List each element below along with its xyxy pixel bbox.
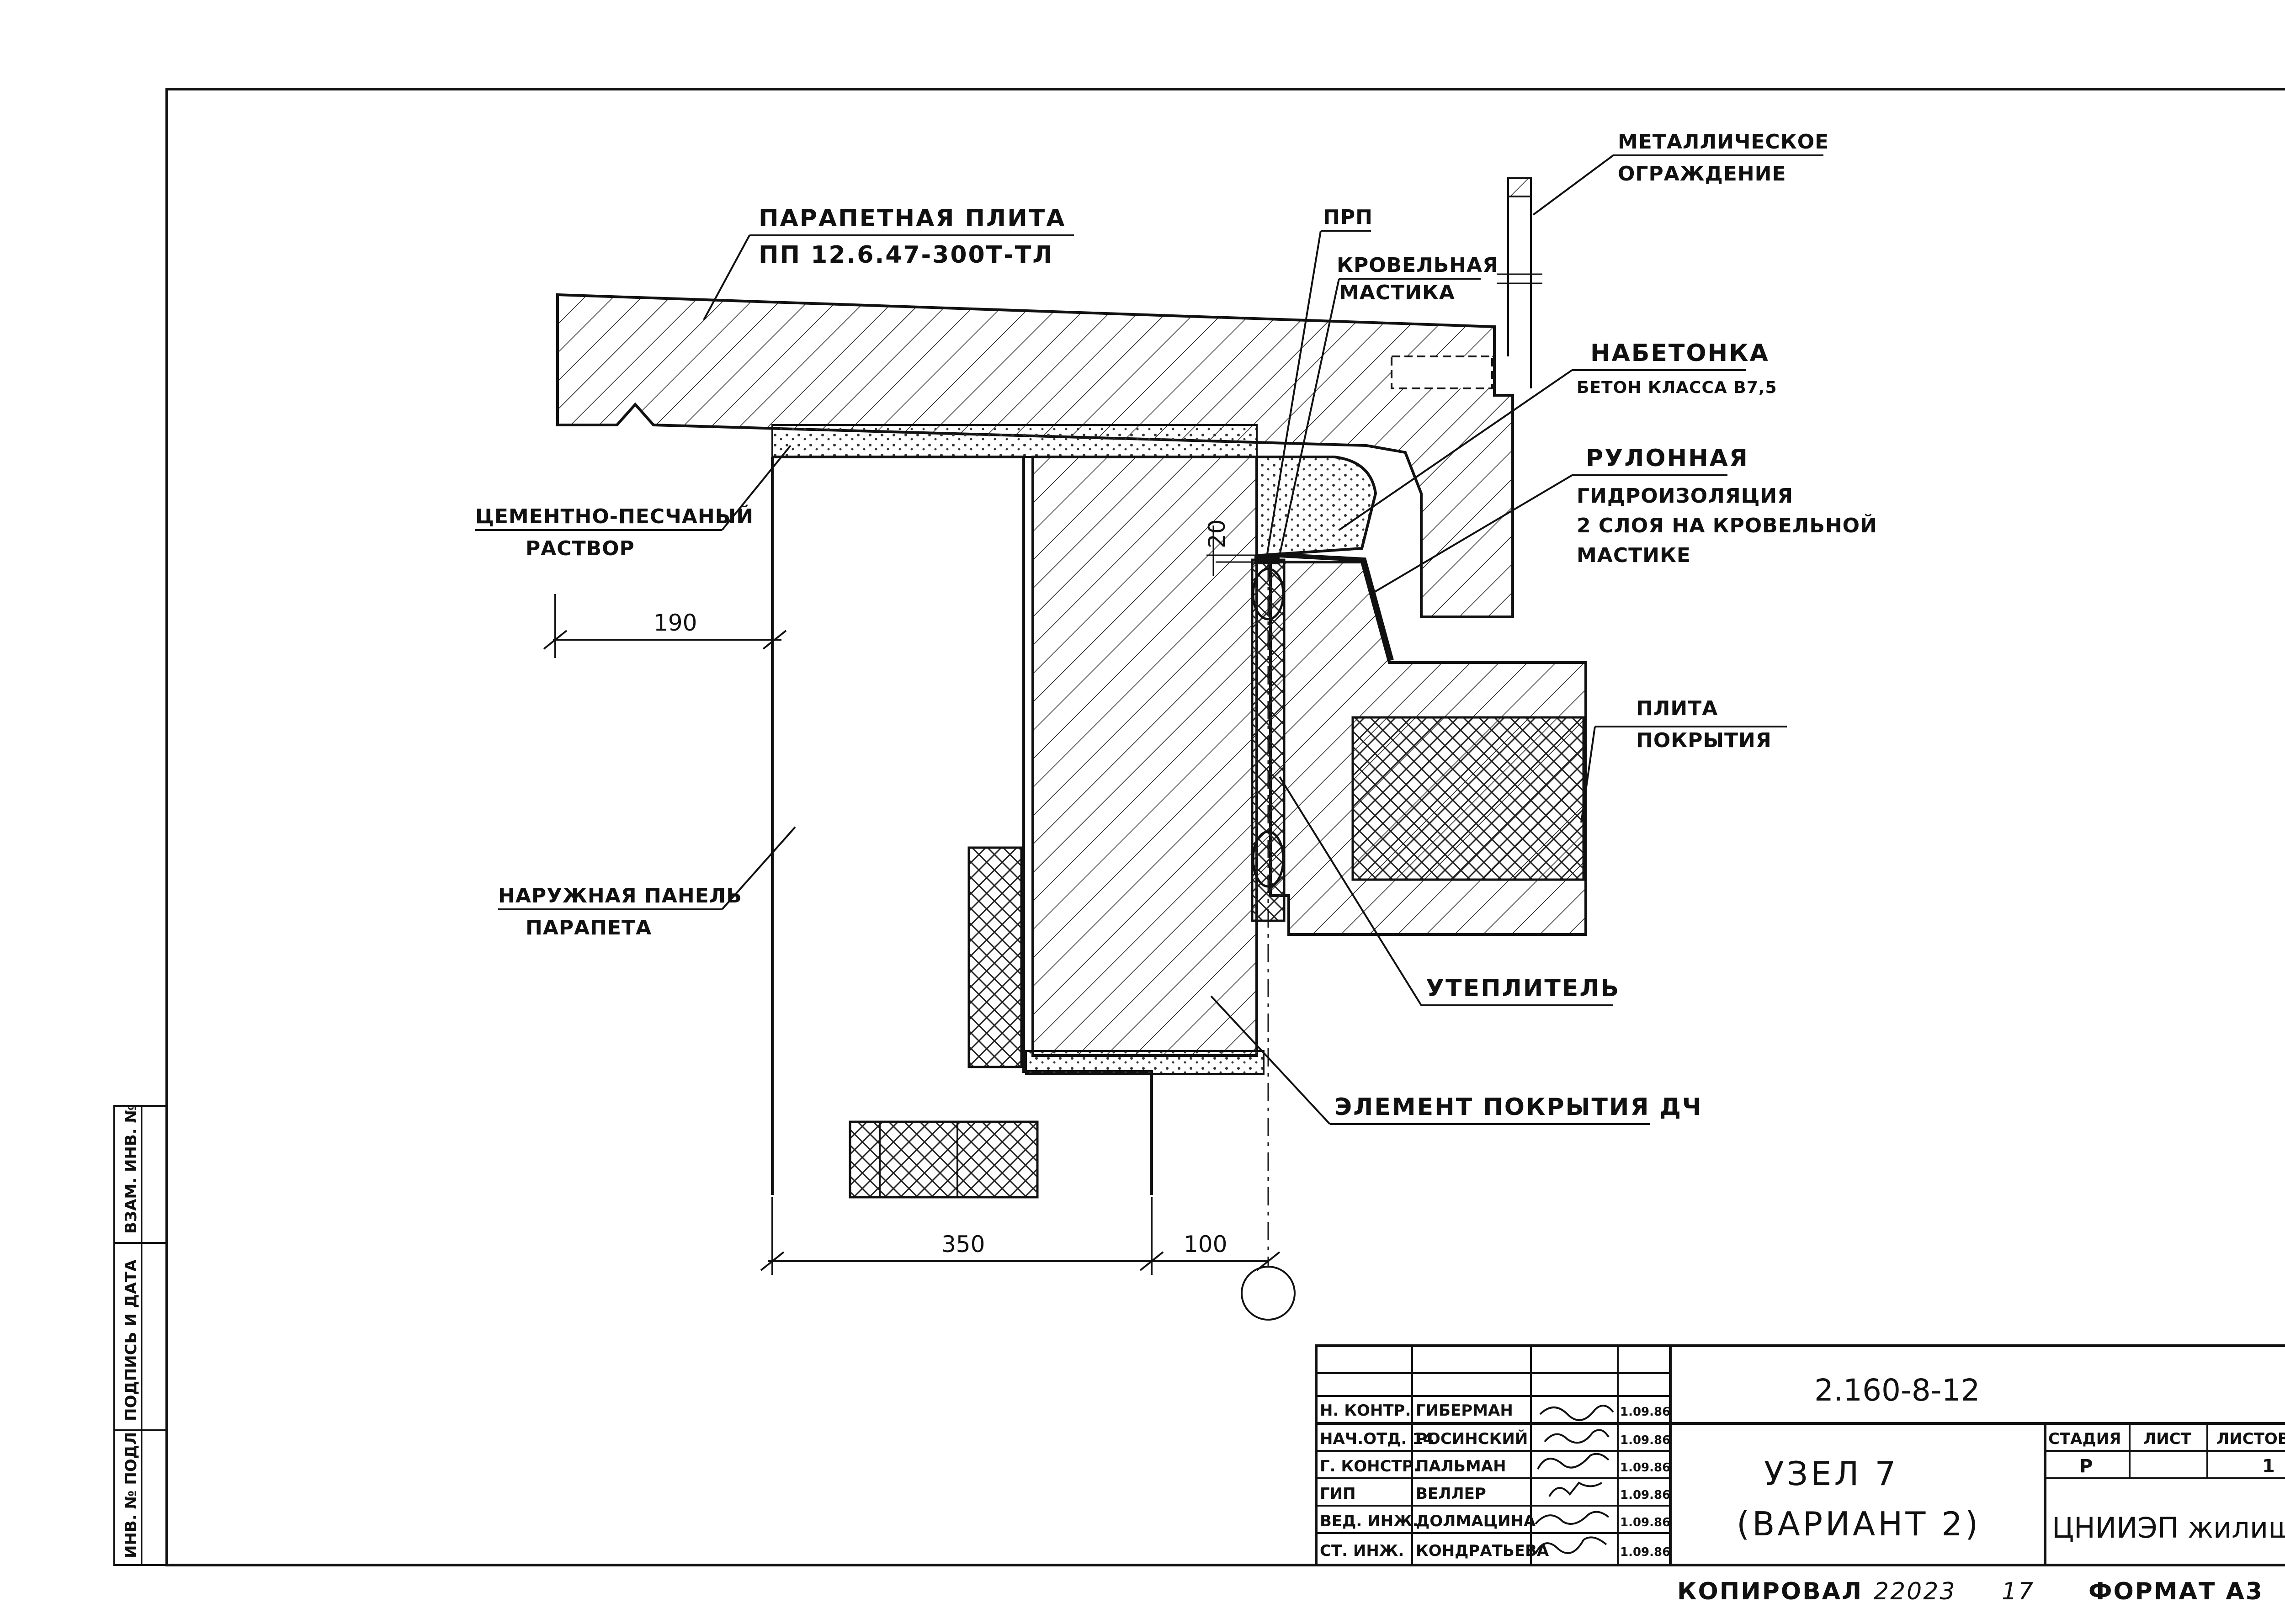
dim-20-text: 20 <box>1204 519 1230 548</box>
label-roof-element: ЭЛЕМЕНТ ПОКРЫТИЯ ДЧ <box>1334 1093 1703 1121</box>
tb-name-4: ДОЛМАЦИНА <box>1416 1512 1536 1530</box>
tb-role-1: НАЧ.ОТД. 14 <box>1320 1430 1434 1448</box>
tb-role-0: Н. КОНТР. <box>1320 1401 1411 1420</box>
label-mortar-2: РАСТВОР <box>526 537 635 560</box>
label-parapet-mark: ПП 12.6.47-300Т-ТЛ <box>759 241 1053 269</box>
leader-roof-mastic <box>1279 278 1481 556</box>
tb-date-5: 1.09.86 <box>1620 1545 1670 1559</box>
label-roll-wp-3: 2 СЛОЯ НА КРОВЕЛЬНОЙ <box>1577 513 1877 537</box>
label-roof-slab-2: ПОКРЫТИЯ <box>1636 729 1772 752</box>
tb-name-2: ПАЛЬМАН <box>1416 1457 1506 1475</box>
footer-copied-sheet: 17 <box>2002 1578 2035 1605</box>
anchor-embed <box>1391 356 1493 389</box>
tb-stage-value: Р <box>2079 1456 2093 1477</box>
leader-outer-panel <box>498 826 796 910</box>
roll-waterproofing <box>1279 553 1394 661</box>
label-roll-wp-1: РУЛОННАЯ <box>1586 445 1749 472</box>
label-outer-panel-2: ПАРАПЕТА <box>526 916 652 939</box>
tb-sheets-header: ЛИСТОВ <box>2216 1430 2285 1448</box>
leader-prp <box>1265 230 1371 563</box>
tb-title-1: УЗЕЛ 7 <box>1764 1454 1898 1493</box>
leader-metal-fence <box>1532 154 1823 216</box>
leader-roof-element <box>1210 995 1650 1125</box>
dim-350-text: 350 <box>941 1231 985 1258</box>
label-roof-mastic-2: МАСТИКА <box>1339 281 1455 304</box>
tb-role-2: Г. КОНСТР. <box>1320 1457 1419 1475</box>
label-prp: ПРП <box>1323 206 1373 229</box>
insulation-block-side <box>967 846 1023 1068</box>
footer-copied-number: 22023 <box>1874 1578 1956 1605</box>
label-metal-fence-1: МЕТАЛЛИЧЕСКОЕ <box>1618 130 1829 154</box>
tb-name-0: ГИБЕРМАН <box>1416 1401 1513 1420</box>
leader-roll-waterproofing <box>1370 474 1727 595</box>
tb-date-1: 1.09.86 <box>1620 1433 1670 1447</box>
tb-organization: ЦНИИЭП жилища <box>2052 1511 2285 1544</box>
tb-sheets-value: 1 <box>2262 1456 2275 1477</box>
parapet-slab <box>556 293 1514 618</box>
tb-role-3: ГИП <box>1320 1485 1356 1503</box>
tb-doc-code: 2.160-8-12 <box>1814 1373 1980 1408</box>
label-insulation: УТЕПЛИТЕЛЬ <box>1426 975 1620 1002</box>
leader-parapet-slab <box>703 234 1074 320</box>
tb-name-3: ВЕЛЛЕР <box>1416 1485 1486 1503</box>
label-outer-panel-1: НАРУЖНАЯ ПАНЕЛЬ <box>498 884 742 908</box>
label-parapet-slab: ПАРАПЕТНАЯ ПЛИТА <box>759 205 1066 232</box>
tb-date-3: 1.09.86 <box>1620 1488 1670 1502</box>
concrete-topping <box>1255 456 1377 557</box>
drawing-frame <box>165 88 2285 1566</box>
tb-date-4: 1.09.86 <box>1620 1516 1670 1529</box>
tb-stage-header: СТАДИЯ <box>2048 1430 2121 1448</box>
dim-100-text: 100 <box>1184 1231 1227 1258</box>
mortar-under-element <box>1025 1050 1265 1075</box>
leader-insulation <box>1279 776 1613 1006</box>
label-concrete-topping-1: НАБЕТОНКА <box>1590 340 1770 367</box>
tb-sheet-header: ЛИСТ <box>2143 1430 2192 1448</box>
dimension-20 <box>1206 525 1261 576</box>
tb-name-5: КОНДРАТЬЕВА <box>1416 1542 1549 1560</box>
stamp-sign-date: ПОДПИСЬ И ДАТА <box>122 1259 140 1421</box>
footer-format: ФОРМАТ А3 <box>2088 1578 2264 1605</box>
tb-date-2: 1.09.86 <box>1620 1461 1670 1475</box>
leader-roof-slab <box>1580 726 1787 823</box>
tb-role-4: ВЕД. ИНЖ. <box>1320 1512 1419 1530</box>
stamp-inv-orig: ИНВ. № ПОДЛ <box>122 1432 140 1558</box>
metal-fence <box>1497 177 1542 388</box>
stamp-inv-repl: ВЗАМ. ИНВ. № <box>122 1104 140 1234</box>
dimension-350-100 <box>760 1197 1281 1275</box>
leader-mortar <box>475 445 792 531</box>
tb-date-0: 1.09.86 <box>1620 1405 1670 1419</box>
title-block <box>1315 1344 2285 1566</box>
insulation-block-bottom <box>849 1120 1039 1199</box>
label-roof-slab-1: ПЛИТА <box>1636 697 1718 720</box>
label-metal-fence-2: ОГРАЖДЕНИЕ <box>1618 162 1786 186</box>
tb-name-1: РОСИНСКИЙ <box>1416 1429 1528 1448</box>
label-mortar-1: ЦЕМЕНТНО-ПЕСЧАНЫЙ <box>475 504 754 528</box>
signatures <box>1535 1405 1614 1554</box>
roof-slab-insulation <box>1351 716 1585 881</box>
label-concrete-topping-2: БЕТОН КЛАССА В7,5 <box>1577 378 1777 397</box>
label-roll-wp-2: ГИДРОИЗОЛЯЦИЯ <box>1577 484 1793 508</box>
leader-concrete-topping <box>1338 369 1746 531</box>
mortar-bed <box>771 424 1258 458</box>
tb-title-2: (ВАРИАНТ 2) <box>1737 1505 1981 1543</box>
dimension-190 <box>543 594 787 658</box>
axis-bubble <box>1241 1266 1296 1321</box>
label-roof-mastic-1: КРОВЕЛЬНАЯ <box>1337 254 1499 277</box>
footer-copied-label: КОПИРОВАЛ <box>1677 1578 1863 1605</box>
side-stamp: ВЗАМ. ИНВ. № ПОДПИСЬ И ДАТА ИНВ. № ПОДЛ <box>113 1104 168 1566</box>
dim-190-text: 190 <box>654 610 697 636</box>
tb-role-5: СТ. ИНЖ. <box>1320 1542 1404 1560</box>
label-roll-wp-4: МАСТИКЕ <box>1577 544 1691 567</box>
